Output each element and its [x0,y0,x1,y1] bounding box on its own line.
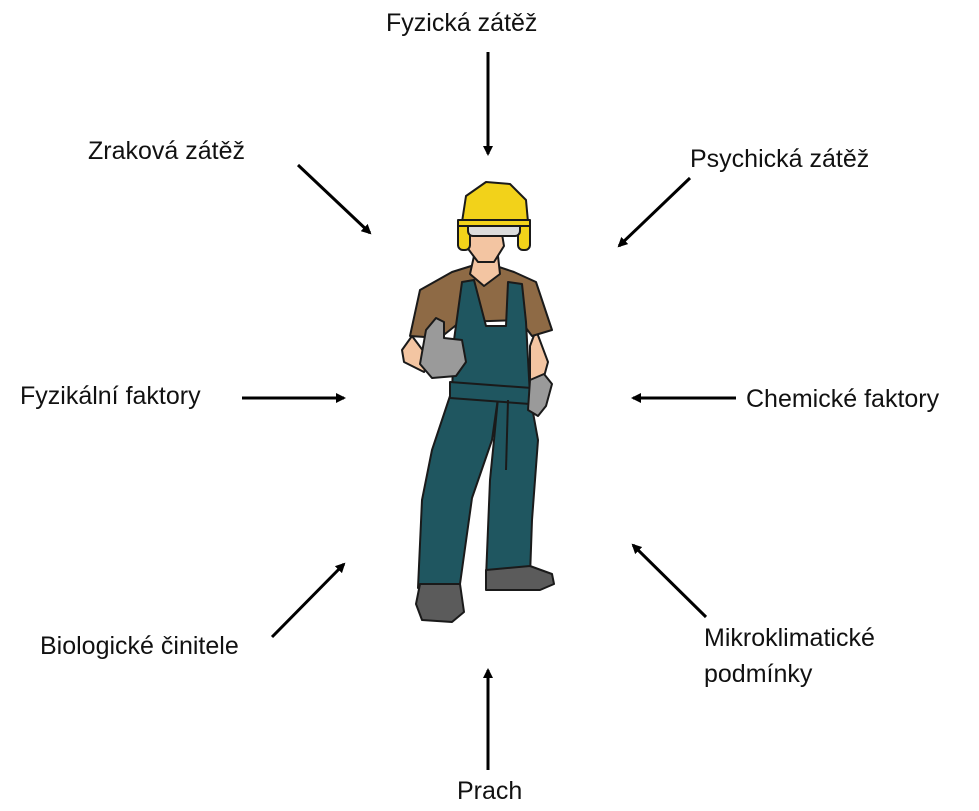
label-chemicke-faktory: Chemické faktory [746,385,940,413]
arrow-top-right [617,176,692,248]
arrow-top-left [296,163,372,235]
left-boot [415,583,465,623]
label-mikroklimaticke-podminky: Mikroklimatické podmínky [704,620,875,692]
left-glove [419,317,467,379]
label-zrakova-zatez: Zraková zátěž [88,137,246,165]
label-mikroklimaticke-line1: Mikroklimatické [704,624,875,652]
label-prach: Prach [457,777,523,805]
label-psychicka-zatez: Psychická zátěž [690,145,870,173]
overalls-pocket-line [505,399,509,471]
label-biologicke-cinitele: Biologické činitele [40,632,239,660]
label-fyzicka-zatez: Fyzická zátěž [386,9,538,37]
label-fyzikalni-faktory: Fyzikální faktory [20,382,201,410]
helmet [461,181,529,223]
arrow-bottom-left [270,562,346,639]
worker-figure-icon [401,181,555,623]
right-glove [527,373,553,417]
helmet-brim [457,219,531,227]
arrow-bottom-right [631,543,708,619]
label-mikroklimaticke-line2: podmínky [704,660,813,688]
right-boot [485,565,555,591]
